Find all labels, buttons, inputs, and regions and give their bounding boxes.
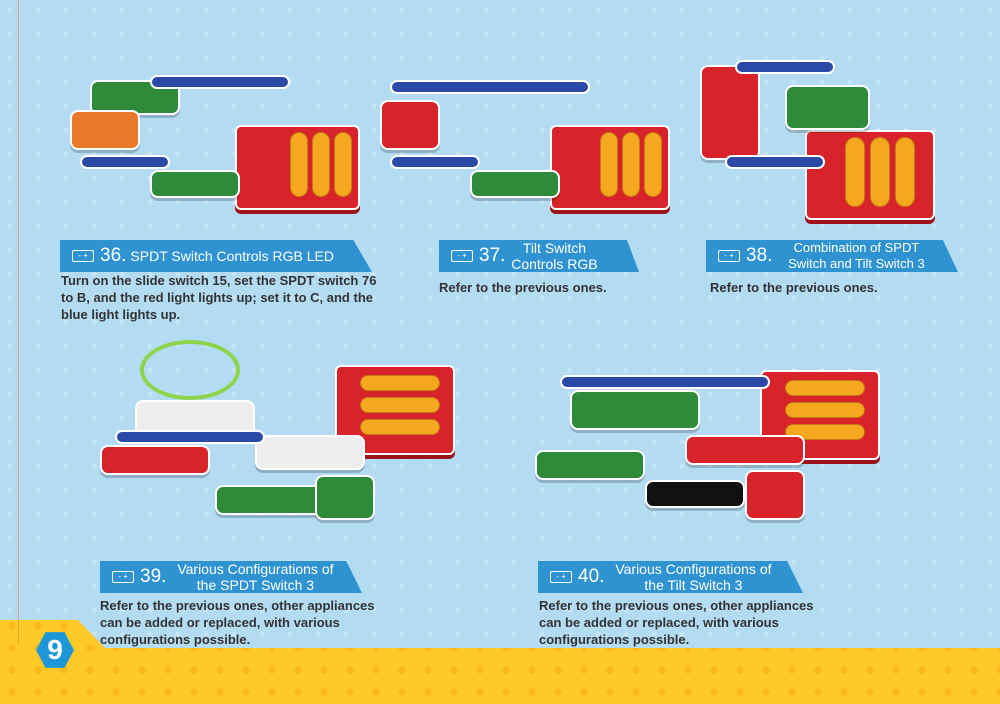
circuit-diagram-39 [95,335,455,545]
project-38-banner: - + 38. Combination of SPDT Switch and T… [706,240,958,272]
margin-line [18,0,19,645]
battery-icon: - + [451,250,473,262]
battery-icon: - + [550,571,572,583]
project-39-banner: - + 39. Various Configurations of the SP… [100,561,362,593]
battery-icon: - + [112,571,134,583]
project-36-description: Turn on the slide switch 15, set the SPD… [61,273,377,322]
circuit-diagram-40 [530,355,880,545]
circuit-diagram-38 [695,55,945,225]
project-37-description: Refer to the previous ones. [439,280,607,295]
project-38-description: Refer to the previous ones. [710,280,878,295]
circuit-diagram-37 [370,70,670,220]
project-39-description: Refer to the previous ones, other applia… [100,598,375,647]
project-36-banner: - + 36. SPDT Switch Controls RGB LED [60,240,372,272]
battery-icon: - + [72,250,94,262]
project-37-banner: - + 37. Tilt Switch Controls RGB [439,240,639,272]
project-40-banner: - + 40. Various Configurations of the Ti… [538,561,803,593]
battery-icon: - + [718,250,740,262]
project-40-description: Refer to the previous ones, other applia… [539,598,814,647]
circuit-diagram-36 [60,70,370,220]
